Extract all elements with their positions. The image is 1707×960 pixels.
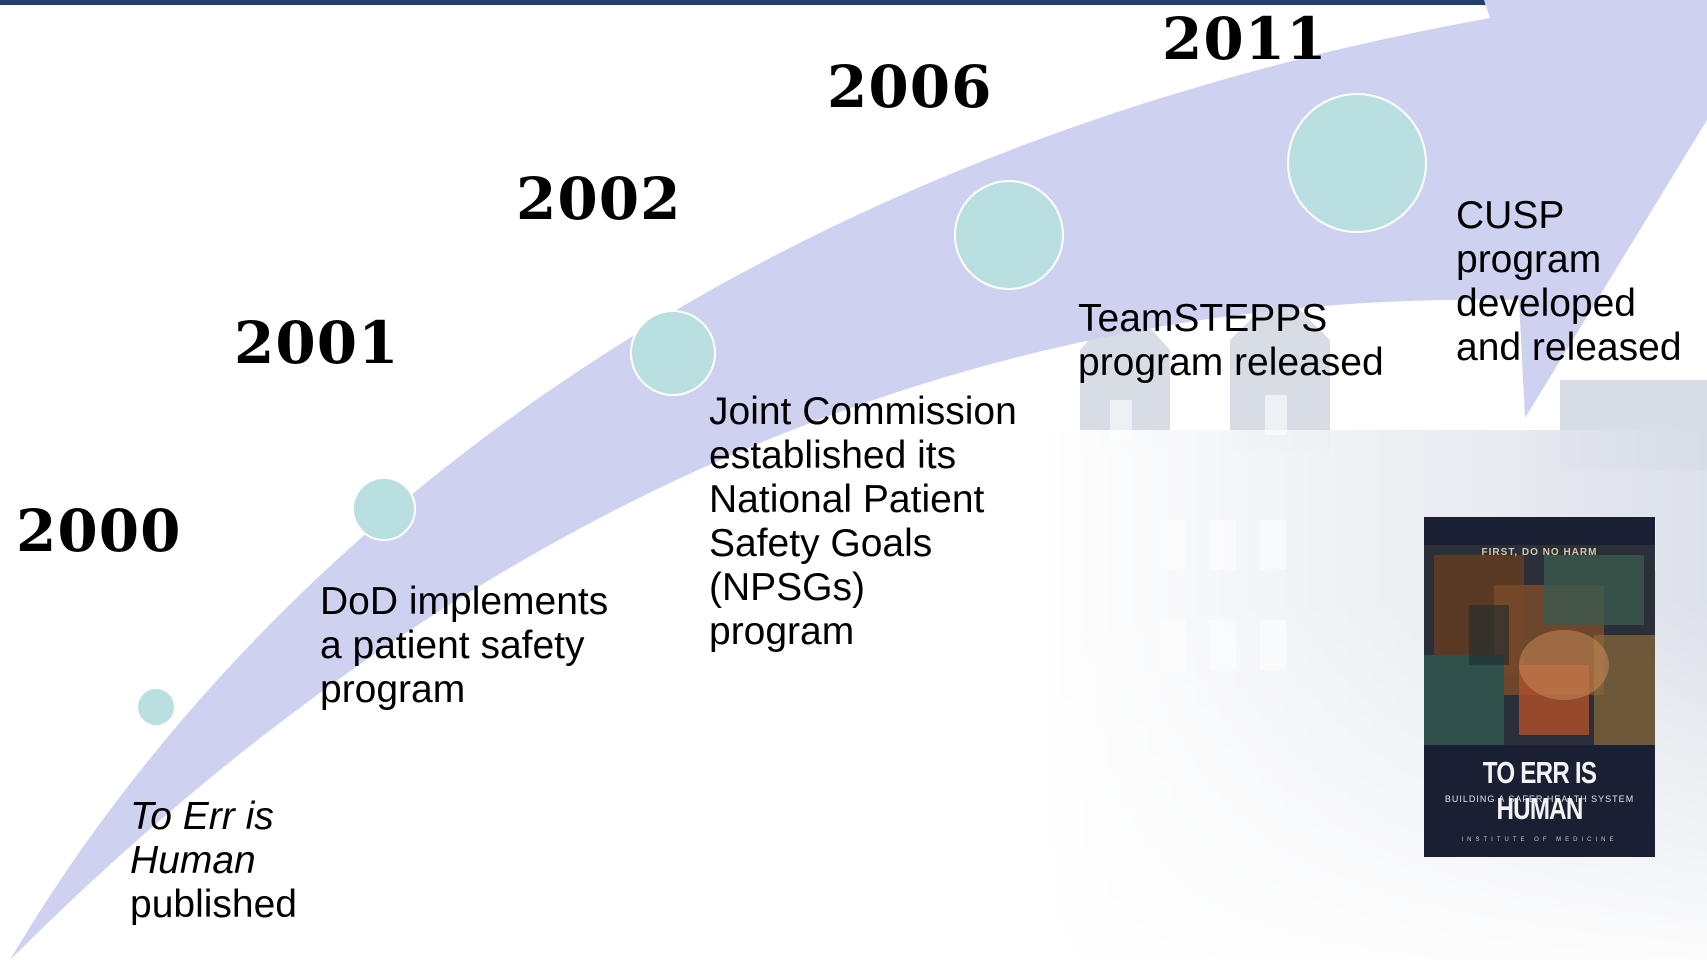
event-description-2006: TeamSTEPPS program released [1078,297,1384,385]
year-label-2011: 2011 [1162,5,1328,73]
timeline-node-2001 [352,477,416,541]
event-line: program [709,610,855,653]
year-label-2001: 2001 [234,309,400,377]
timeline-arrow [10,0,1707,960]
event-line: To Err is [130,795,274,838]
event-line: (NPSGs) [709,566,865,609]
event-line: program released [1078,341,1384,384]
event-line: National Patient [709,478,985,521]
event-line: and released [1456,326,1682,369]
event-line: CUSP [1456,194,1565,237]
event-line: published [130,883,297,926]
book-cover-art [1424,545,1655,745]
event-line: developed [1456,282,1636,325]
event-description-2000: To Err is Human published [130,795,297,927]
book-cover-image: FIRST, DO NO HARM TO ERR IS HUMAN BUILDI… [1424,517,1655,857]
event-line: Safety Goals [709,522,933,565]
event-description-2002: Joint Commission established its Nationa… [709,390,1017,654]
timeline-node-2000 [136,687,176,727]
book-publisher: INSTITUTE OF MEDICINE [1461,837,1618,843]
event-line: DoD implements [320,580,609,623]
event-line: Joint Commission [709,390,1017,433]
event-description-2001: DoD implements a patient safety program [320,580,608,712]
book-subtitle: BUILDING A SAFER HEALTH SYSTEM [1444,794,1635,804]
book-title: TO ERR IS HUMAN [1482,755,1597,826]
timeline-node-2002 [630,310,716,396]
event-description-2011: CUSP program developed and released [1456,194,1682,370]
event-line: a patient safety [320,624,585,667]
event-line: program [1456,238,1602,281]
event-line: program [320,668,466,711]
event-line: TeamSTEPPS [1078,297,1328,340]
timeline-node-2006 [954,180,1064,290]
event-line: established its [709,434,957,477]
year-label-2002: 2002 [516,165,682,233]
timeline-node-2011 [1287,93,1427,233]
year-label-2006: 2006 [827,53,993,121]
year-label-2000: 2000 [16,497,182,565]
top-bar [0,0,1707,5]
event-line: Human [130,839,256,882]
book-kicker: FIRST, DO NO HARM [1481,547,1598,558]
